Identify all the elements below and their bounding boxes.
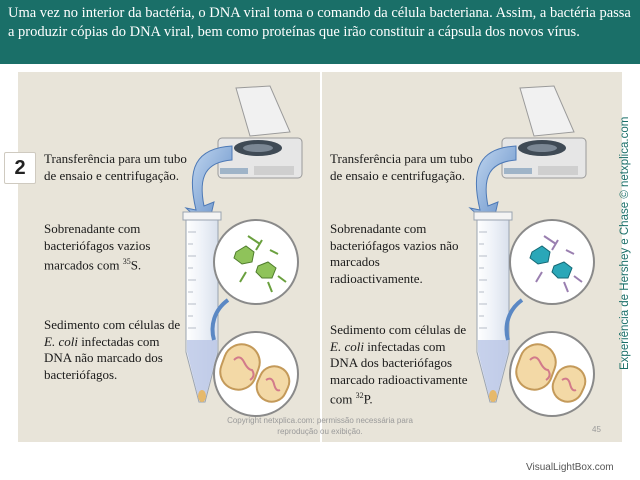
header-text: Uma vez no interior da bactéria, o DNA v… bbox=[8, 5, 631, 40]
right-supernatant-label: Sobrenadante com bacteriófagos vazios nã… bbox=[330, 221, 459, 286]
copyright-notice: Copyright netxplica.com: permissão neces… bbox=[227, 416, 413, 436]
left-sediment-zoom-icon bbox=[213, 331, 299, 417]
right-sediment-zoom-icon bbox=[509, 331, 595, 417]
watermark: VisualLightBox.com bbox=[526, 462, 614, 473]
panel-divider bbox=[320, 72, 322, 442]
left-supernatant-label: Sobrenadante com bacteriófagos vazios ma… bbox=[44, 221, 151, 273]
left-supernatant-zoom-icon bbox=[213, 219, 299, 305]
right-supernatant-zoom-icon bbox=[509, 219, 595, 305]
right-sediment-label: Sedimento com células de E. coli infecta… bbox=[330, 322, 468, 407]
header-banner: Uma vez no interior da bactéria, o DNA v… bbox=[0, 0, 640, 64]
step-number-badge: 2 bbox=[4, 152, 36, 184]
right-test-tube-icon bbox=[473, 211, 513, 403]
right-centrifuge-icon bbox=[501, 85, 587, 179]
left-transfer-label: Transferência para um tubo de ensaio e c… bbox=[44, 151, 187, 183]
left-sediment-label: Sedimento com células de E. coli infecta… bbox=[44, 317, 181, 382]
left-centrifuge-icon bbox=[217, 85, 303, 179]
side-caption: Experiência de Hershey e Chase © netxpli… bbox=[619, 116, 631, 370]
page-number: 45 bbox=[592, 425, 601, 434]
right-transfer-label: Transferência para um tubo de ensaio e c… bbox=[330, 151, 473, 183]
left-test-tube-icon bbox=[182, 211, 222, 403]
